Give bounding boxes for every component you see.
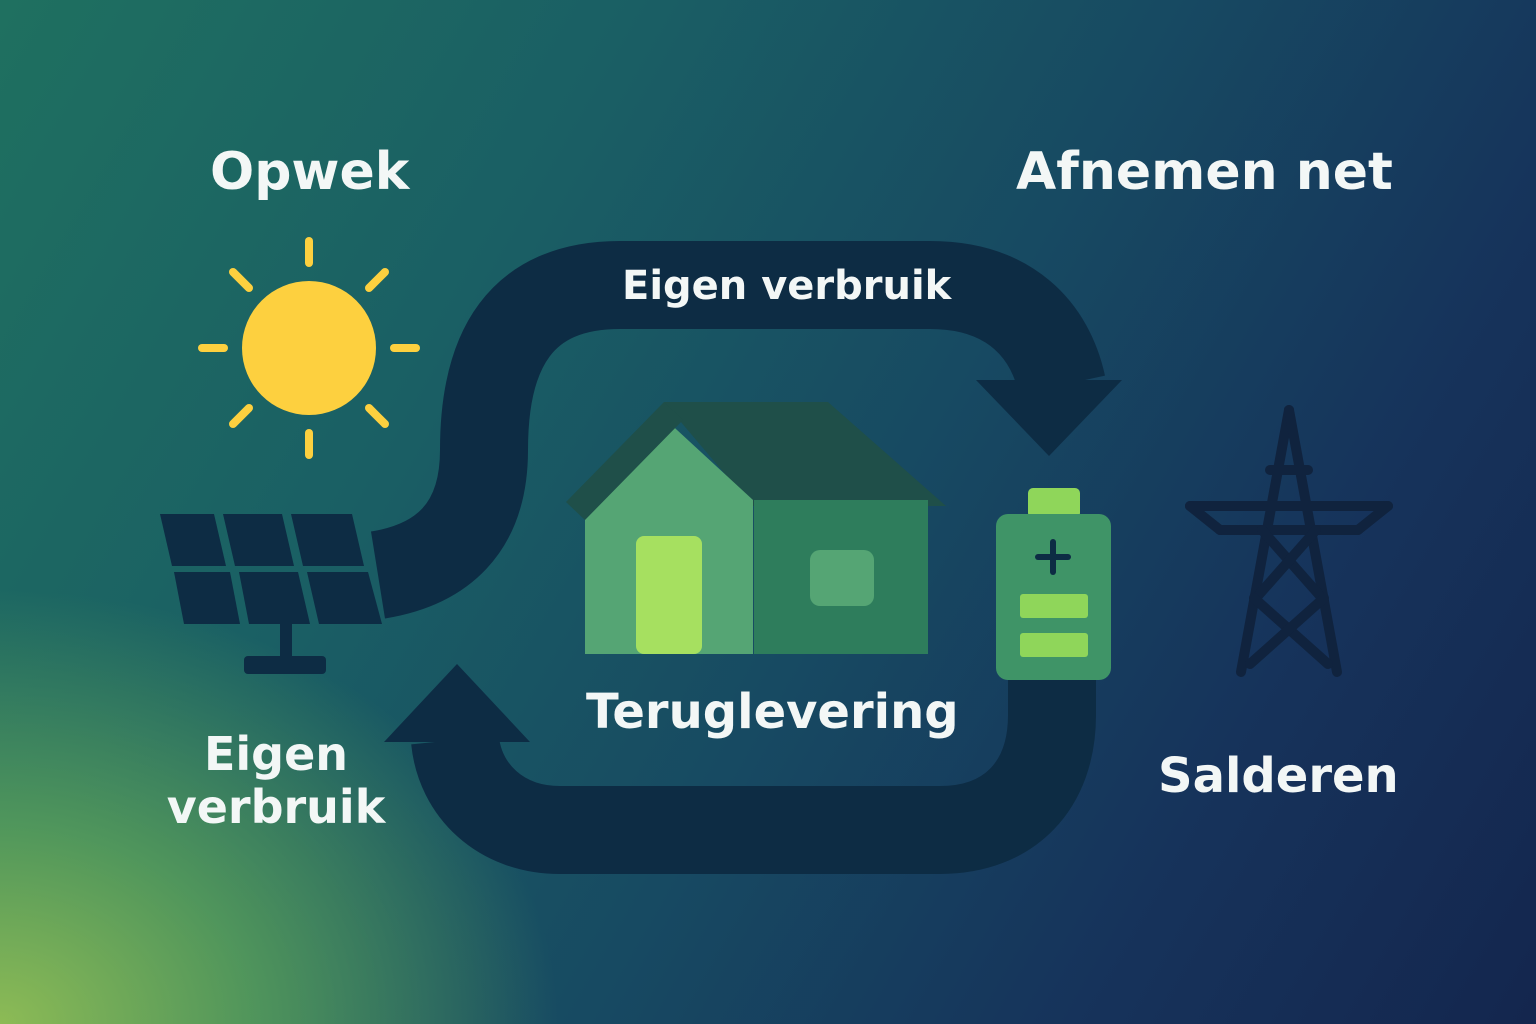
- solar-panel-icon: [160, 514, 382, 674]
- sun-icon: [198, 237, 420, 459]
- top-flow-arrow: [369, 241, 1122, 619]
- label-eigen-verbruik-bottom: Eigen verbruik: [166, 727, 386, 835]
- door: [636, 536, 702, 654]
- window: [810, 550, 874, 606]
- label-opwek: Opwek: [210, 142, 410, 202]
- battery-icon: [996, 488, 1111, 680]
- label-teruglevering: Teruglevering: [586, 684, 959, 740]
- bottom-flow-arrow: [384, 664, 1096, 874]
- house-icon: [566, 402, 946, 654]
- label-afnemen-net: Afnemen net: [1016, 142, 1393, 202]
- label-eigen-verbruik-top: Eigen verbruik: [622, 263, 952, 309]
- power-pylon-icon: [1185, 405, 1393, 677]
- label-salderen: Salderen: [1158, 748, 1399, 804]
